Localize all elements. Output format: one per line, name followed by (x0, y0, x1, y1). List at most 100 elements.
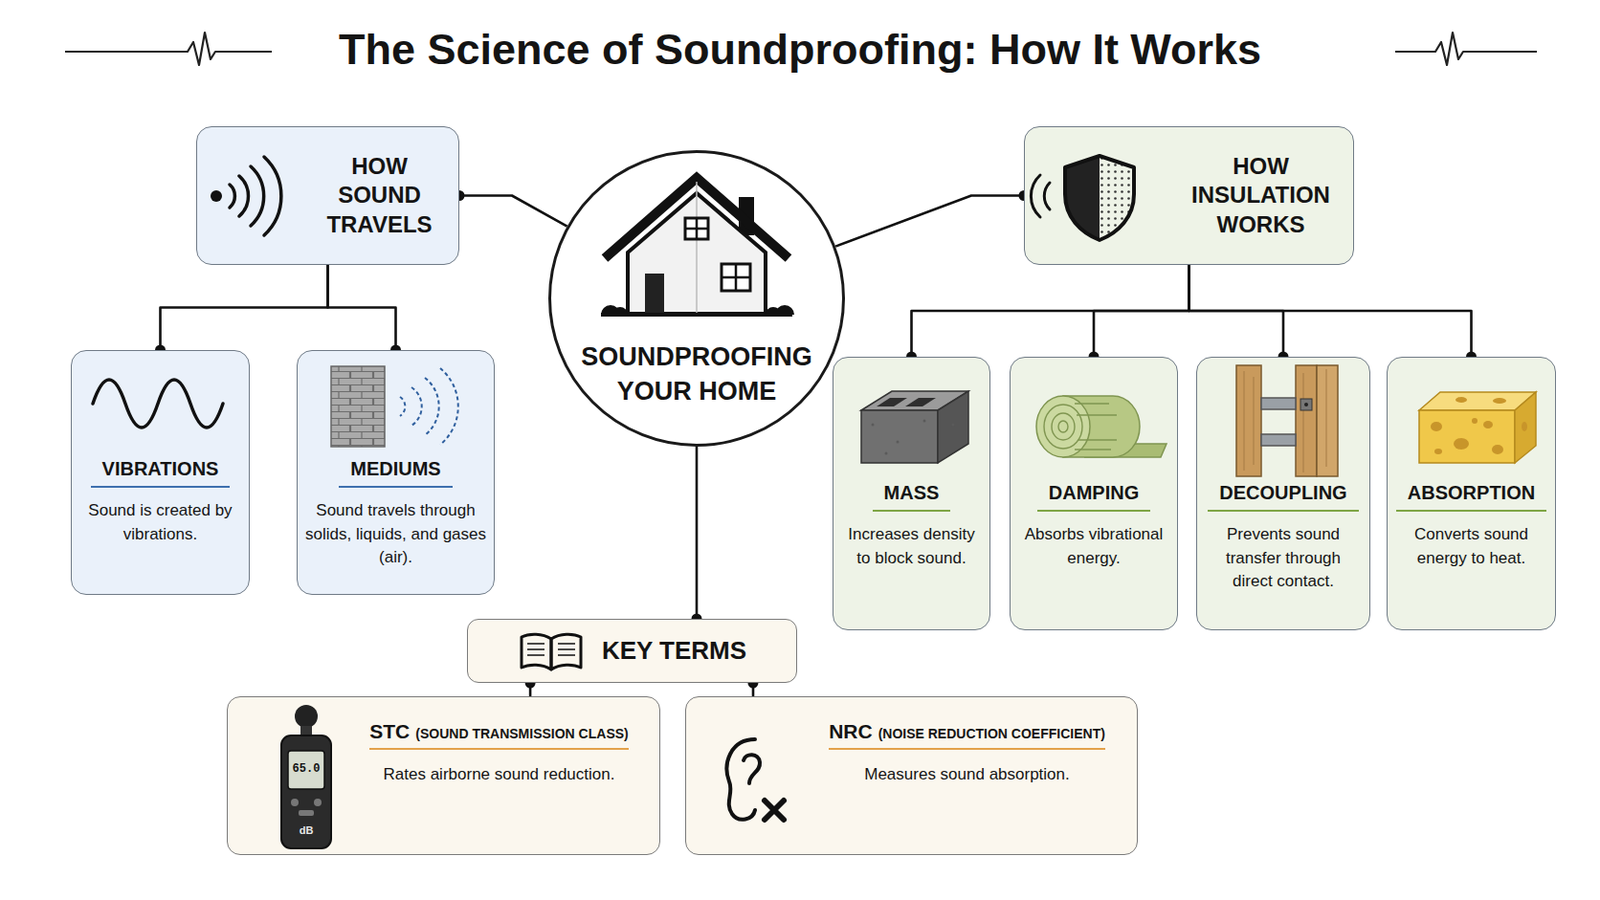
card-body: Prevents sound transfer through direct c… (1204, 523, 1362, 595)
icon-part (210, 190, 223, 202)
icon (686, 697, 811, 855)
icon (1024, 148, 1169, 245)
icon-part (1394, 357, 1549, 483)
icon-part (685, 218, 709, 240)
icon-part (1030, 175, 1041, 218)
hub-label: SOUNDPROOFING YOUR HOME (570, 340, 823, 409)
card-body: Increases density to block sound. (841, 523, 982, 571)
term-text-column: NRC(NOISE REDUCTION COEFFICIENT)Measures… (810, 697, 1137, 855)
icon-part (313, 799, 322, 807)
meter-reading: 65.0 (288, 761, 325, 778)
connector (328, 265, 402, 356)
icon-part (1434, 448, 1443, 455)
icon-part (1030, 175, 1050, 218)
icon-part (1316, 365, 1338, 477)
icon-part (1430, 397, 1528, 455)
connector (155, 265, 329, 356)
icon-part (743, 755, 760, 784)
icon-part (1017, 357, 1171, 483)
icon-part (440, 368, 459, 445)
concept-card: VIBRATIONSSound is created by vibrations… (70, 350, 250, 596)
term-card: NRC(NOISE REDUCTION COEFFICIENT)Measures… (685, 696, 1138, 856)
card-heading: DECOUPLING (1207, 482, 1358, 512)
icon-part (1244, 369, 1327, 473)
icon (840, 357, 983, 483)
section-heading: HOW INSULATION WORKS (1179, 152, 1343, 240)
icon-part (1453, 438, 1469, 450)
icon-part (290, 799, 299, 807)
icon-part (78, 351, 243, 447)
icon-part (871, 420, 956, 456)
icon-part (517, 629, 585, 674)
icon-part (1471, 418, 1478, 424)
icon-part (905, 398, 936, 407)
connector (1189, 265, 1289, 363)
connector (906, 265, 1190, 363)
icon-part (861, 410, 938, 464)
icon-part (1261, 398, 1296, 410)
card-heading: MASS (872, 482, 952, 512)
icon (1394, 357, 1549, 483)
icon-part (1491, 444, 1504, 455)
icon-part (840, 357, 983, 483)
icon-part (644, 273, 665, 314)
icon-part (1203, 357, 1363, 483)
card-heading: VIBRATIONS (90, 458, 231, 489)
connector-line (1189, 265, 1472, 357)
method-card: MASS Increases density to block sound. (832, 356, 991, 631)
connector-line (328, 265, 397, 351)
icon-part (876, 398, 908, 407)
method-card: DECOUPLING Prevents sound transfer throug… (1196, 356, 1371, 631)
term-abbreviation: NRC (828, 720, 873, 744)
concept-card: MEDIUMSSound travels through solids, liq… (296, 350, 495, 596)
section-heading: HOW SOUND TRAVELS (312, 152, 447, 240)
icon-part (304, 351, 488, 452)
icon-part (721, 264, 751, 291)
section-header: HOW INSULATION WORKS (1023, 126, 1355, 266)
diagram-title: The Science of Soundproofing: How It Wor… (0, 22, 1600, 77)
icon-part (600, 312, 793, 317)
icon-part (264, 156, 282, 236)
card-body: Absorbs vibrational energy. (1018, 523, 1170, 571)
icon-part (411, 387, 423, 426)
icon-part (923, 420, 927, 423)
icon-part (1300, 399, 1312, 411)
icon-part (298, 810, 314, 817)
icon-part (1036, 396, 1090, 458)
connector (691, 446, 703, 625)
icon-part (1044, 404, 1083, 449)
icon-part (1074, 403, 1117, 450)
card-body: Converts sound energy to heat. (1395, 523, 1548, 571)
icon-part (1058, 421, 1068, 433)
icon-part (1492, 398, 1507, 404)
icon-part (1236, 365, 1338, 477)
icon-part (294, 705, 318, 729)
icon-part (600, 305, 795, 315)
icon-part (1295, 365, 1317, 477)
icon-part (686, 697, 811, 855)
icon-part (521, 634, 552, 670)
connector (1088, 265, 1190, 363)
term-description: Rates airborne sound reduction. (383, 763, 616, 788)
connector-line (835, 196, 1024, 247)
icon (1203, 357, 1363, 483)
icon (197, 153, 301, 240)
icon-part (952, 423, 956, 427)
term-card: STC(SOUND TRANSMISSION CLASS)Rates airbo… (226, 696, 661, 856)
icon-part (229, 184, 235, 208)
icon-part (937, 391, 969, 464)
icon-part (1430, 422, 1443, 432)
icon-part (239, 176, 248, 217)
connector-line (160, 265, 329, 351)
icon-part (727, 739, 760, 821)
term-text-column: STC(SOUND TRANSMISSION CLASS)Rates airbo… (352, 697, 660, 855)
key-heading: KEY TERMS (601, 636, 747, 667)
icon-part (885, 452, 889, 456)
connector (1189, 265, 1478, 363)
term-full-name: (SOUND TRANSMISSION CLASS) (415, 726, 628, 742)
icon-part (288, 751, 325, 790)
key-terms-box: KEY TERMS (466, 619, 798, 684)
icon-part (92, 379, 223, 428)
icon-part (521, 634, 581, 670)
